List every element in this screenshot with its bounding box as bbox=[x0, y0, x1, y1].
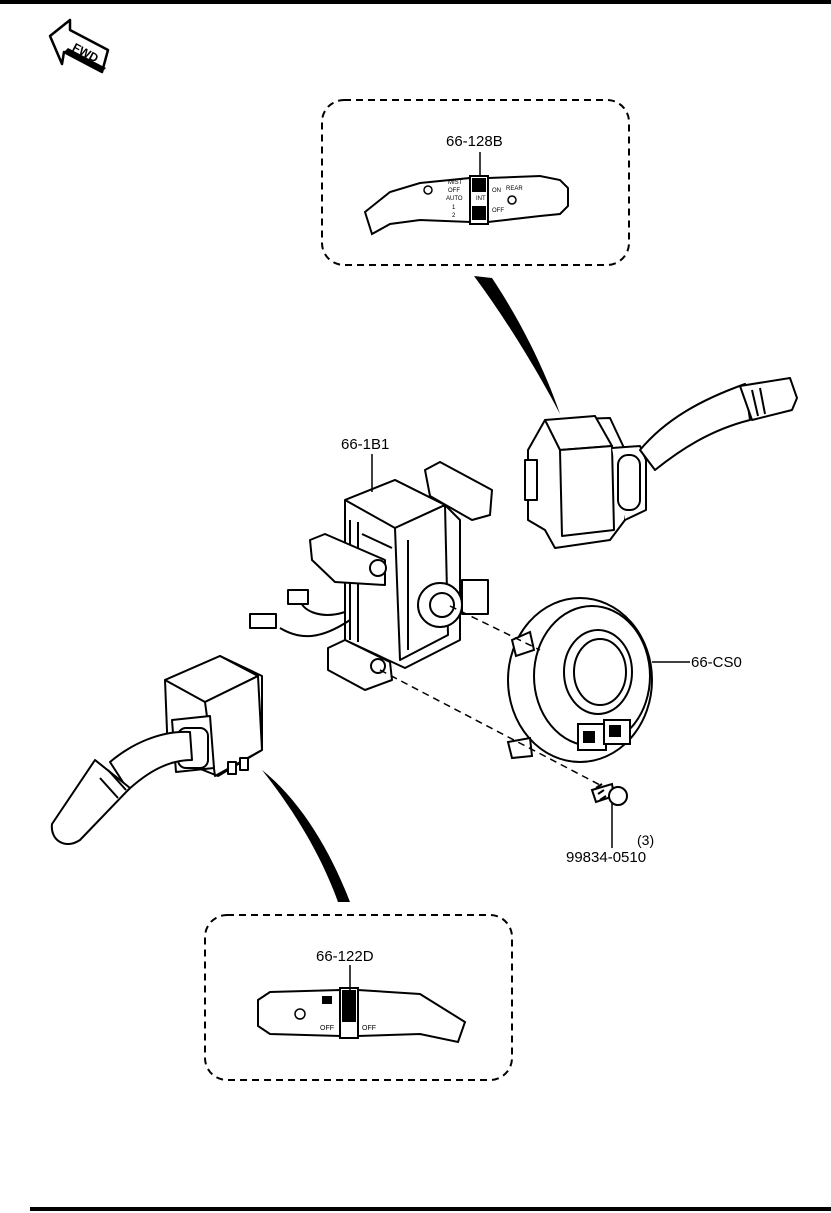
clock-spring bbox=[506, 597, 653, 763]
wiper-mark-mist: MIST bbox=[448, 180, 463, 186]
wiper-detail-box bbox=[321, 99, 630, 266]
screw-quantity: (3) bbox=[637, 832, 655, 848]
alignment-line-upper bbox=[449, 605, 541, 651]
light-mark-off: OFF bbox=[320, 1025, 334, 1032]
wiper-stalk-detail: MIST OFF AUTO 1 2 INT ON REAR OFF bbox=[363, 174, 569, 236]
wiper-mark-off: OFF bbox=[448, 188, 460, 194]
bottom-border bbox=[30, 1207, 831, 1211]
part-label-screw: 99834-0510 bbox=[566, 849, 647, 866]
light-stalk-detail: OFF OFF bbox=[257, 987, 467, 1044]
light-detail-box bbox=[204, 914, 513, 1081]
fwd-arrow-icon: FWD bbox=[48, 18, 110, 74]
wiper-mark-two: 2 bbox=[452, 213, 456, 219]
light-switch-assembly bbox=[50, 655, 263, 845]
part-label-light-switch: 66-122D bbox=[316, 948, 374, 965]
screw bbox=[590, 782, 628, 806]
light-pointer-wedge bbox=[262, 770, 350, 902]
wiper-mark-rear: REAR bbox=[506, 186, 523, 192]
wiper-pointer-wedge bbox=[474, 276, 560, 414]
wiper-mark-auto: AUTO bbox=[446, 196, 463, 202]
wiper-mark-off2: OFF bbox=[492, 208, 504, 214]
wiper-mark-on: ON bbox=[492, 188, 501, 194]
alignment-line-lower bbox=[379, 669, 601, 786]
wiper-mark-one: 1 bbox=[452, 205, 456, 211]
wiper-switch-assembly bbox=[524, 377, 798, 549]
combination-switch-body bbox=[249, 461, 493, 691]
part-label-clock-spring: 66-CS0 bbox=[691, 654, 742, 671]
part-label-wiper-switch: 66-128B bbox=[446, 133, 503, 150]
top-border bbox=[0, 0, 831, 4]
light-mark-off2: OFF bbox=[362, 1025, 376, 1032]
part-label-housing: 66-1B1 bbox=[341, 436, 390, 453]
wiper-mark-int: INT bbox=[476, 196, 486, 202]
